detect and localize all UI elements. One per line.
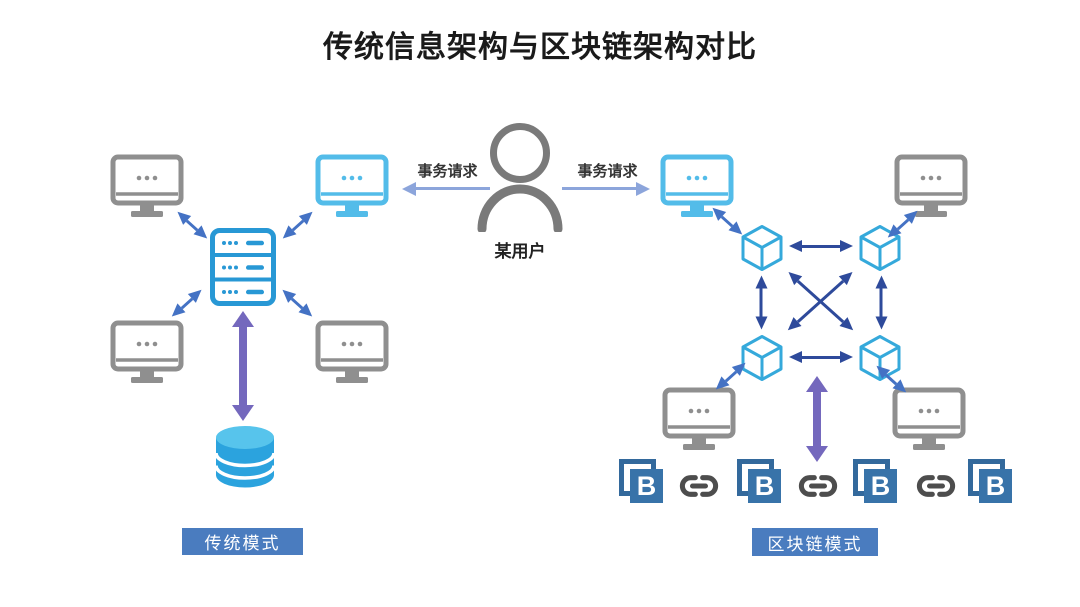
request-arrow-left: [402, 181, 490, 196]
right-monitor-top-right-icon: [893, 153, 969, 219]
block-letter: B: [870, 470, 891, 501]
server-database-arrow: [239, 327, 247, 405]
request-label-right: 事务请求: [577, 163, 638, 180]
block-icon: B: [968, 459, 1014, 505]
mesh-blockchain-arrow: [813, 392, 821, 446]
left-monitor-bottom-left-icon: [109, 319, 185, 385]
request-label-left: 事务请求: [417, 163, 478, 180]
mesh-arrow-right: [879, 288, 883, 317]
node-link-arrow-bottom-left: [724, 370, 738, 383]
cube-node-top-left-icon: [740, 224, 784, 272]
badge-traditional: 传统模式: [182, 528, 303, 555]
cube-node-bottom-left-icon: [740, 334, 784, 382]
block-icon: B: [737, 459, 783, 505]
server-link-arrow-top-right: [291, 219, 305, 232]
block-letter: B: [754, 470, 775, 501]
chain-link-icon: [678, 474, 720, 498]
server-link-arrow-bottom-right: [290, 297, 304, 310]
user-label: 某用户: [494, 242, 546, 261]
server-icon: [209, 227, 277, 307]
mesh-arrow-top: [789, 240, 853, 252]
page-title: 传统信息架构与区块链架构对比: [323, 31, 757, 64]
left-monitor-bottom-right-icon: [314, 319, 390, 385]
badge-blockchain: 区块链模式: [752, 528, 878, 556]
mesh-arrow-left: [759, 288, 763, 317]
block-icon: B: [619, 459, 665, 505]
chain-link-icon: [797, 474, 839, 498]
left-monitor-top-left-icon: [109, 153, 185, 219]
left-monitor-top-right-icon: [314, 153, 390, 219]
block-letter: B: [636, 470, 657, 501]
right-monitor-bottom-left-icon: [661, 386, 737, 452]
chain-link-icon: [915, 474, 957, 498]
database-icon: [212, 424, 278, 492]
block-letter: B: [985, 470, 1006, 501]
server-link-arrow-bottom-left: [180, 297, 194, 310]
block-icon: B: [853, 459, 899, 505]
mesh-arrow-bottom: [789, 351, 853, 363]
server-link-arrow-top-left: [185, 219, 199, 232]
request-arrow-right: [562, 181, 650, 196]
